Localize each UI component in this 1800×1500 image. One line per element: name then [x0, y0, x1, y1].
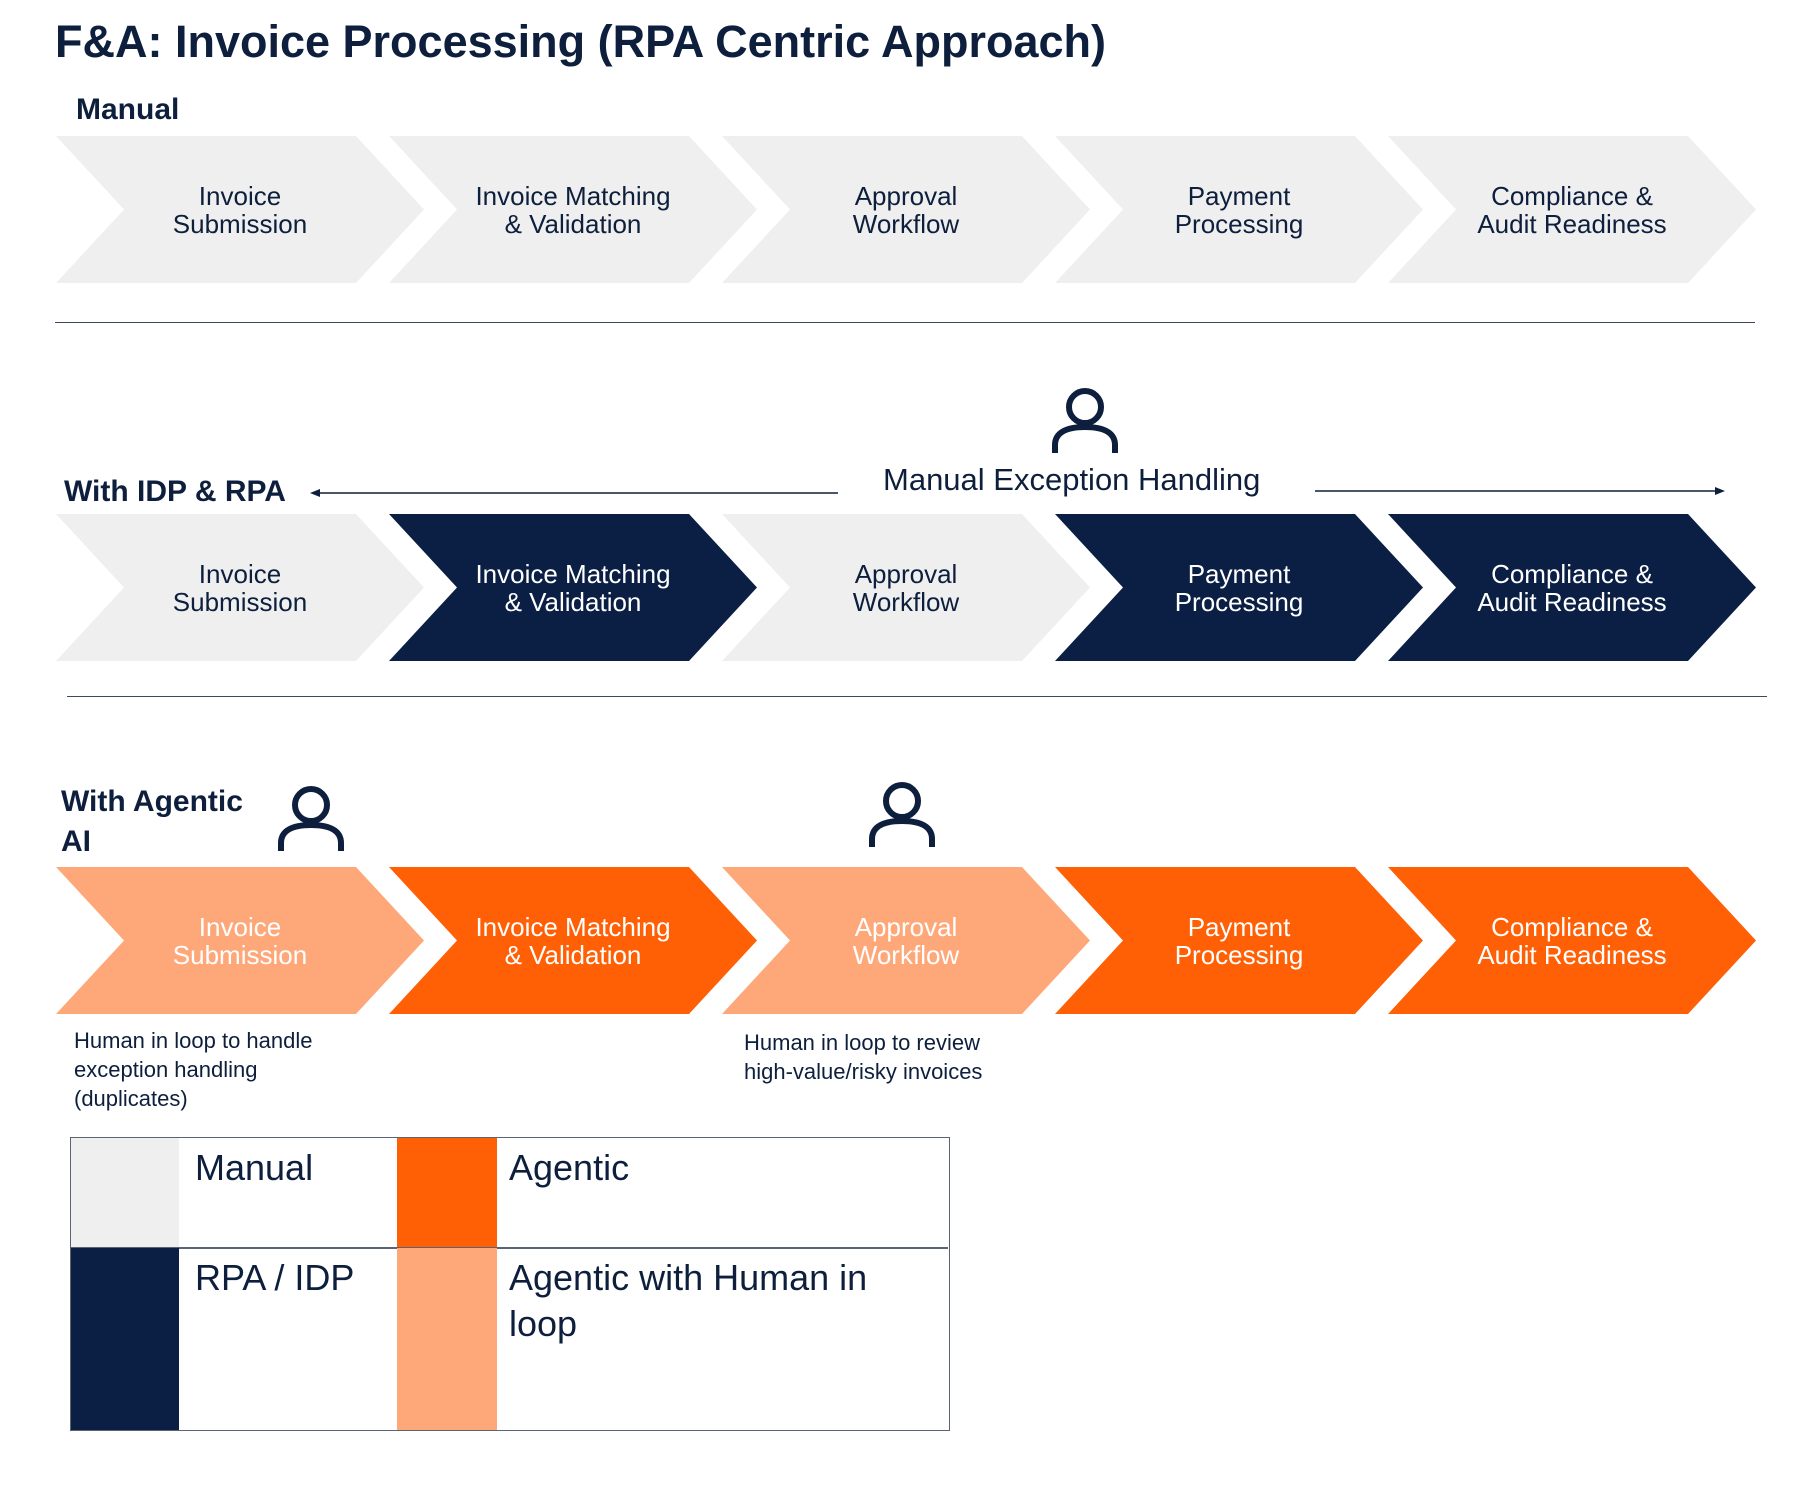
chevron-idp-rpa-approval-workflow: Approval Workflow	[722, 514, 1090, 661]
chevron-manual-approval-workflow: Approval Workflow	[722, 136, 1090, 283]
chevron-label: Approval Workflow	[852, 180, 960, 239]
chevron-idp-rpa-payment-processing: Payment Processing	[1055, 514, 1423, 661]
note-approval-workflow: Human in loop to review high-value/risky…	[744, 1030, 983, 1084]
legend-swatch-agentic-human	[397, 1248, 497, 1430]
chevron-label: Payment Processing	[1174, 180, 1304, 239]
legend-swatch-manual	[71, 1138, 179, 1247]
chevron-agentic-compliance-audit: Compliance & Audit Readiness	[1388, 867, 1756, 1014]
legend-swatch-agentic	[397, 1138, 497, 1247]
chevron-manual-invoice-submission: Invoice Submission	[56, 136, 424, 283]
chevron-agentic-invoice-submission: Invoice Submission	[56, 867, 424, 1014]
page-title: F&A: Invoice Processing (RPA Centric App…	[55, 16, 1106, 67]
chevron-label: Invoice Matching & Validation	[475, 911, 671, 970]
note-invoice-submission: Human in loop to handle exception handli…	[74, 1028, 313, 1111]
legend-label-agentic-human: Agentic with Human in loop	[509, 1257, 868, 1344]
divider-bottom	[67, 696, 1767, 697]
chevron-label: Invoice Matching & Validation	[475, 558, 671, 617]
right-arrow	[1315, 487, 1725, 495]
chevron-label: Compliance & Audit Readiness	[1477, 911, 1667, 970]
legend-row-divider	[71, 1247, 948, 1249]
legend-label-rpa-idp: RPA / IDP	[195, 1257, 355, 1298]
chevron-label: Payment Processing	[1174, 558, 1304, 617]
legend-label-manual: Manual	[195, 1147, 314, 1188]
divider-top	[55, 322, 1755, 323]
chevron-label: Compliance & Audit Readiness	[1477, 558, 1667, 617]
chevron-label: Payment Processing	[1174, 911, 1304, 970]
chevron-idp-rpa-invoice-matching: Invoice Matching & Validation	[389, 514, 757, 661]
chevron-agentic-payment-processing: Payment Processing	[1055, 867, 1423, 1014]
chevron-agentic-invoice-matching: Invoice Matching & Validation	[389, 867, 757, 1014]
chevron-idp-rpa-invoice-submission: Invoice Submission	[56, 514, 424, 661]
chevron-manual-payment-processing: Payment Processing	[1055, 136, 1423, 283]
legend: Manual Agentic RPA / IDP Agentic with Hu…	[70, 1137, 950, 1431]
legend-label-agentic: Agentic	[509, 1147, 630, 1188]
person-icon	[278, 786, 344, 851]
chevron-label: Invoice Submission	[172, 911, 308, 970]
chevron-label: Approval Workflow	[852, 558, 960, 617]
chevron-label: Invoice Submission	[172, 180, 308, 239]
chevron-label: Invoice Submission	[172, 558, 308, 617]
person-icon	[869, 782, 935, 847]
chevron-manual-invoice-matching: Invoice Matching & Validation	[389, 136, 757, 283]
legend-swatch-rpa-idp	[71, 1248, 179, 1430]
chevron-label: Compliance & Audit Readiness	[1477, 180, 1667, 239]
row-label-manual: Manual	[76, 93, 180, 126]
row-label-idp-rpa: With IDP & RPA	[64, 475, 286, 508]
row-label-agentic: With Agentic AI	[61, 785, 243, 858]
chevron-idp-rpa-compliance-audit: Compliance & Audit Readiness	[1388, 514, 1756, 661]
left-arrow	[310, 489, 838, 497]
chevron-label: Approval Workflow	[852, 911, 960, 970]
person-icon	[1052, 388, 1118, 453]
chevron-manual-compliance-audit: Compliance & Audit Readiness	[1388, 136, 1756, 283]
chevron-agentic-approval-workflow: Approval Workflow	[722, 867, 1090, 1014]
exception-label: Manual Exception Handling	[883, 462, 1261, 497]
chevron-label: Invoice Matching & Validation	[475, 180, 671, 239]
